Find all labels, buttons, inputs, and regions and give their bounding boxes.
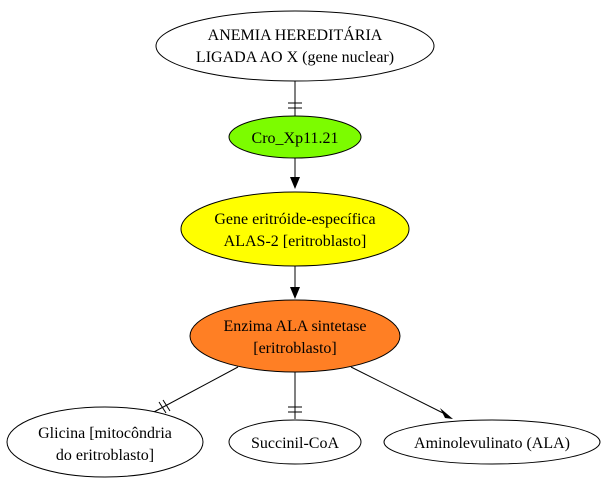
node-enzyme-line2: [eritroblasto] <box>253 340 337 357</box>
node-cro-label: Cro_Xp11.21 <box>252 130 339 147</box>
node-glicina-line1: Glicina [mitocôndria <box>38 425 172 442</box>
edge-enzyme-glicina <box>151 366 239 414</box>
node-root-line2: LIGADA AO X (gene nuclear) <box>196 49 394 66</box>
edge-gene-enzyme <box>290 266 300 299</box>
node-succinil: Succinil-CoA <box>228 419 362 465</box>
edge-root-cro <box>288 80 302 118</box>
node-glicina: Glicina [mitocôndria do eritroblasto] <box>6 406 204 478</box>
node-gene: Gene eritróide-específica ALAS-2 [eritro… <box>180 191 410 267</box>
node-gene-line2: ALAS-2 [eritroblasto] <box>224 233 367 250</box>
node-glicina-line2: do eritroblasto] <box>56 447 154 464</box>
edges <box>151 80 453 419</box>
node-gene-line1: Gene eritróide-específica <box>214 211 375 228</box>
node-enzyme-line1: Enzima ALA sintetase <box>223 318 366 335</box>
edge-cro-gene <box>290 158 300 189</box>
edge-enzyme-ala <box>350 366 453 419</box>
node-cro: Cro_Xp11.21 <box>228 115 362 159</box>
edge-enzyme-succinil <box>288 372 302 419</box>
node-ala: Aminolevulinato (ALA) <box>383 419 601 465</box>
node-succinil-label: Succinil-CoA <box>251 435 339 452</box>
node-ala-label: Aminolevulinato (ALA) <box>414 435 570 452</box>
node-root-line1: ANEMIA HEREDITÁRIA <box>208 25 383 44</box>
node-root: ANEMIA HEREDITÁRIA LIGADA AO X (gene nuc… <box>155 10 435 82</box>
node-enzyme: Enzima ALA sintetase [eritroblasto] <box>189 299 401 373</box>
